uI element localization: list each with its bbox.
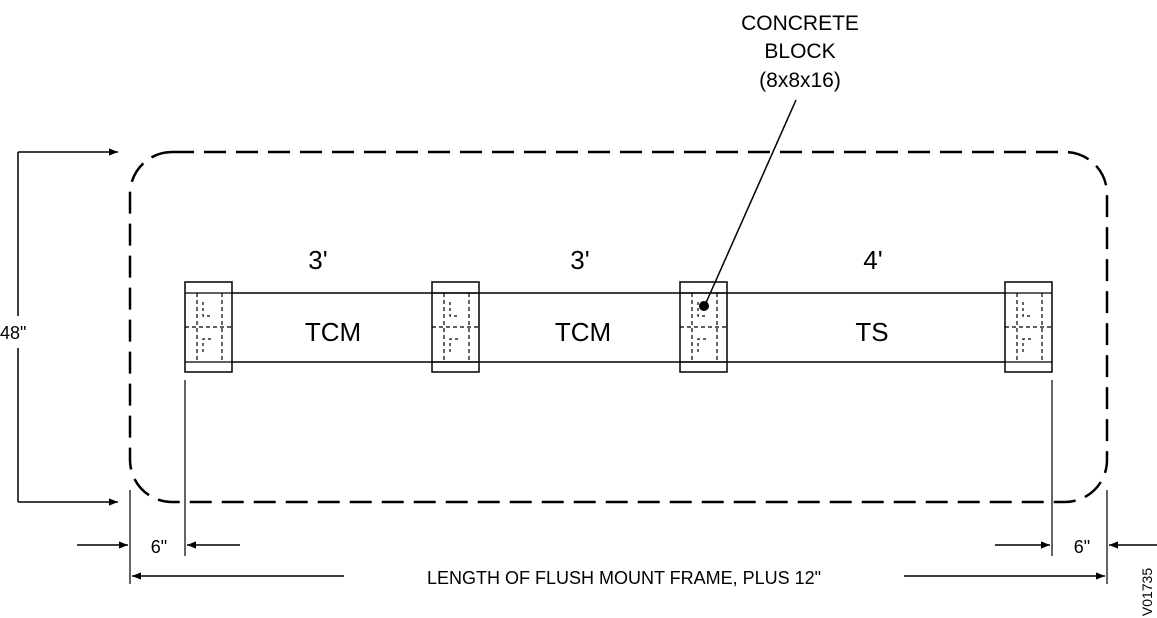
- left-offset-label: 6": [151, 537, 167, 557]
- concrete-block-4: [1004, 281, 1053, 373]
- right-offset-label: 6": [1074, 537, 1090, 557]
- concrete-block-2: [431, 281, 480, 373]
- callout-leader-dot: [699, 301, 709, 311]
- concrete-block-3: [679, 281, 728, 373]
- height-dimension: [17, 148, 118, 506]
- callout-leader: [704, 99, 797, 306]
- callout-line-2: BLOCK: [764, 40, 835, 63]
- drawing-id: V01735: [1139, 568, 1155, 616]
- callout-line-3: (8x8x16): [759, 69, 841, 92]
- span-2-type: TCM: [555, 317, 611, 347]
- span-3-length: 4': [863, 245, 882, 275]
- height-dimension-label: 48": [0, 323, 26, 343]
- callout-line-1: CONCRETE: [741, 12, 859, 35]
- span-2-length: 3': [570, 245, 589, 275]
- concrete-block-1: [184, 281, 233, 373]
- span-1-type: TCM: [305, 317, 361, 347]
- overall-length-label: LENGTH OF FLUSH MOUNT FRAME, PLUS 12": [427, 568, 821, 588]
- excavation-outline: [128, 150, 1109, 504]
- span-1-length: 3': [308, 245, 327, 275]
- span-3-type: TS: [855, 317, 888, 347]
